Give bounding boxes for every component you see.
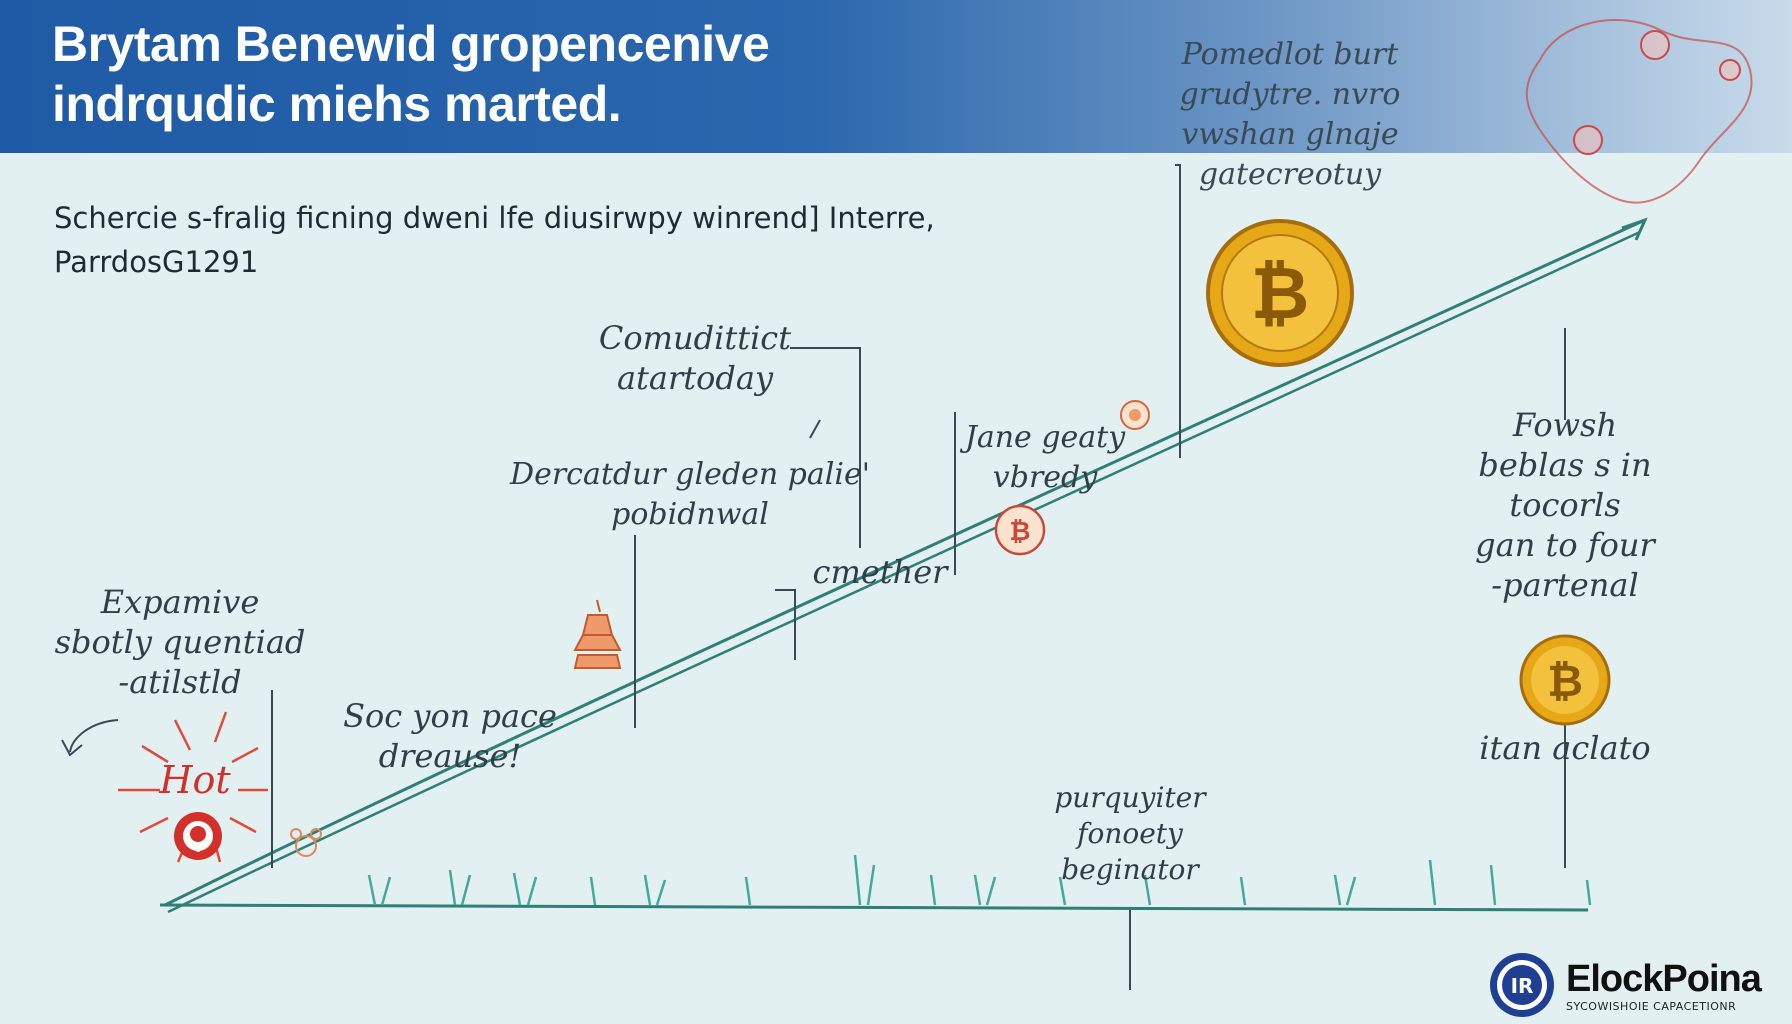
label-pomedlot: Pomedlot burt grudytre. nvro vwshan glna…: [1179, 37, 1401, 192]
subheader-line-2: ParrdosG1291: [54, 245, 259, 279]
label-percatdur: Dercatdur gleden palie' pobidnwal: [510, 457, 870, 532]
coin-right: ₿: [1519, 634, 1611, 726]
bear-doodle: [290, 828, 322, 857]
label-jane: Jane geaty vbredy: [964, 420, 1126, 495]
page-title: Brytam Benewid gropencenive indrqudic mi…: [52, 14, 1152, 134]
coin-tiny: [1120, 400, 1150, 430]
trend-line-double: [167, 230, 1641, 914]
logo-name: ElockPoina: [1566, 958, 1762, 1000]
header-banner: [0, 0, 1792, 153]
trend-line: [164, 218, 1646, 907]
label-purquyiter: purquyiter fonoety beginator: [1054, 781, 1206, 886]
label-comudittict: Comudittict atartoday: [598, 319, 792, 397]
baseline-axis: [159, 903, 1589, 913]
hot-badge: [118, 711, 268, 863]
label-itan: itan aclato: [1479, 729, 1651, 767]
coin-large: ₿: [1206, 219, 1354, 367]
trend-arrowhead: [1621, 217, 1648, 241]
label-hot: Hot: [159, 758, 231, 802]
pagoda-icon: [573, 599, 622, 669]
svg-text:₿: ₿: [1251, 251, 1310, 335]
logo-badge-text: IR: [1511, 974, 1534, 998]
label-cmether: cmether: [812, 553, 948, 591]
logo-badge: IR: [1490, 953, 1554, 1017]
svg-text:₿: ₿: [1009, 517, 1030, 547]
subheader: Schercie s-fralig ficning dweni lfe dius…: [54, 196, 1154, 284]
svg-text:₿: ₿: [1547, 656, 1583, 707]
callout-connectors: [61, 164, 1566, 990]
coin-small: ₿: [994, 504, 1046, 556]
label-socyon: Soc yon pace dreause!: [343, 697, 557, 775]
logo-tagline: SYCOWISHOIE CAPACETIONR: [1566, 1000, 1737, 1013]
grass-sprouts: [367, 854, 1592, 906]
title-line-1: Brytam Benewid gropencenive: [52, 16, 770, 72]
label-fowsh: Fowsh beblas s in tocorls gan to four -p…: [1475, 406, 1655, 604]
label-expamive: Expamive sbotly quentiad -atilstld: [54, 583, 306, 701]
title-line-2: indrqudic miehs marted.: [52, 76, 622, 132]
map-doodle: [1525, 19, 1753, 204]
subheader-line-1: Schercie s-fralig ficning dweni lfe dius…: [54, 201, 935, 235]
